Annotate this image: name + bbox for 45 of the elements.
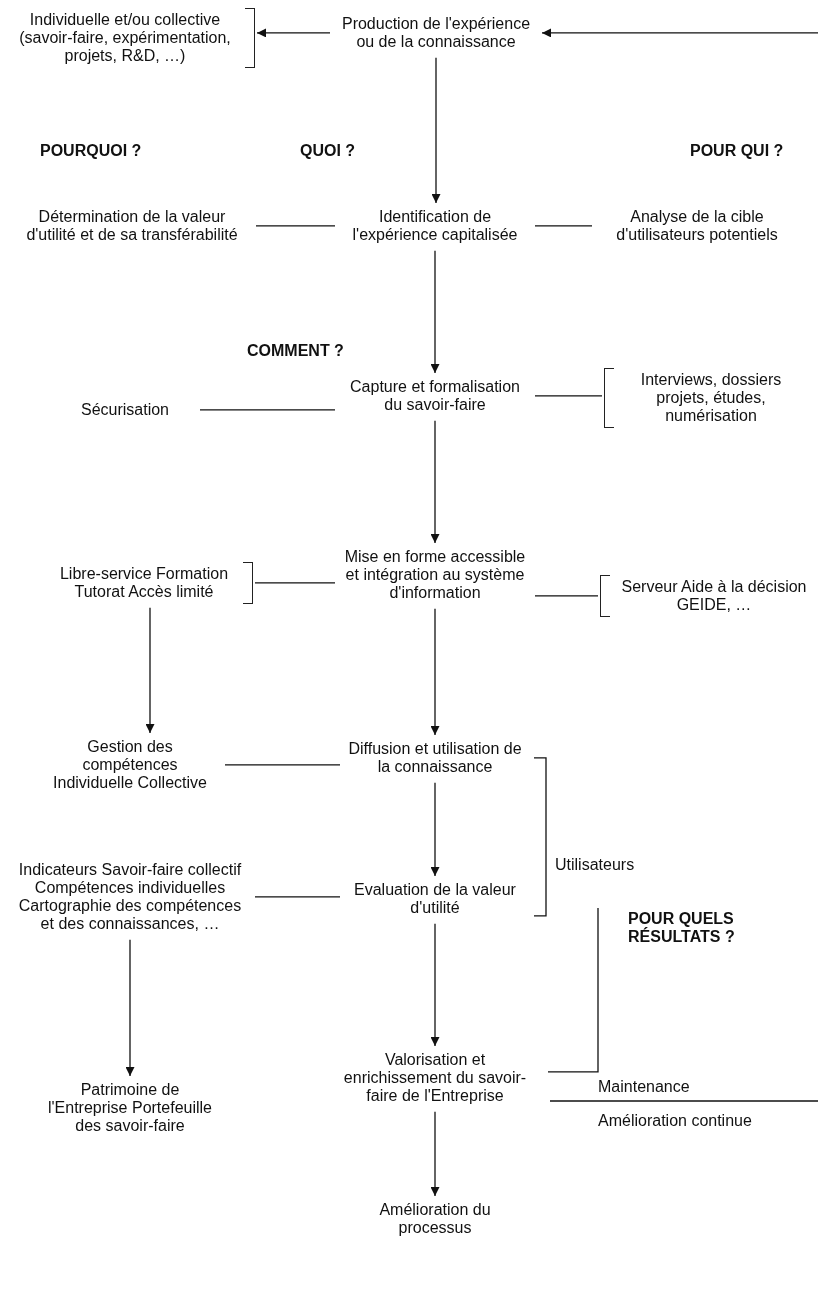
step-text: Amélioration du processus [345, 1198, 525, 1240]
arrow [430, 420, 440, 544]
bracketed-note: Individuelle et/ou collective (savoir-faire, expérimentation, projets, R&D, …) [5, 8, 257, 68]
step-text: Diffusion et utilisation de la connaissance [340, 737, 530, 779]
connector-line [199, 409, 336, 411]
section-heading: POURQUOI ? [40, 142, 142, 160]
section-heading: QUOI ? [300, 142, 356, 160]
arrow [430, 250, 440, 374]
connector-line [534, 225, 593, 227]
bracketed-note: Serveur Aide à la décision GEIDE, … [598, 575, 818, 617]
connector-line [255, 225, 336, 227]
connector-line [534, 395, 603, 397]
connector-line [224, 764, 341, 766]
note-label: Utilisateurs [555, 856, 635, 874]
step-text: Détermination de la valeur d'utilité et de sa transférabilité [8, 205, 256, 247]
section-heading: COMMENT ? [247, 342, 344, 360]
arrow [431, 57, 441, 204]
step-text: Indicateurs Savoir-faire collectif Compétences individuelles Cartographie des compétences et des connaissances, … [5, 858, 255, 936]
step-text: Patrimoine de l'Entreprise Portefeuille des savoir-faire [35, 1078, 225, 1138]
connector-line [534, 595, 599, 597]
note-label: Maintenance [598, 1078, 690, 1096]
step-text: Valorisation et enrichissement du savoir-faire de l'Entreprise [330, 1048, 540, 1108]
step-text: Sécurisation [50, 398, 200, 422]
step-text: Evaluation de la valeur d'utilité [340, 878, 530, 920]
arrow [430, 782, 440, 877]
step-text: Gestion des compétences Individuelle Collective [35, 735, 225, 795]
arrow [430, 1111, 440, 1197]
step-text: Production de l'expérience ou de la connaissance [330, 12, 542, 54]
arrow [145, 607, 155, 734]
bracketed-note: Interviews, dossiers projets, études, numérisation [602, 368, 808, 428]
note-label: Amélioration continue [598, 1112, 752, 1130]
step-text: Capture et formalisation du savoir-faire [335, 375, 535, 417]
section-heading: POUR QUELS RÉSULTATS ? [628, 910, 736, 946]
step-text: Mise en forme accessible et intégration au système d'information [335, 545, 535, 605]
connector-line [254, 896, 341, 898]
connector-line [254, 582, 336, 584]
arrow [430, 923, 440, 1047]
arrow [541, 28, 819, 38]
arrow [125, 939, 135, 1077]
bracketed-note: Libre-service Formation Tutorat Accès limité [45, 562, 255, 604]
arrow [256, 28, 331, 38]
arrow [430, 608, 440, 736]
section-heading: POUR QUI ? [690, 142, 784, 160]
step-text: Identification de l'expérience capitalisée [335, 205, 535, 247]
step-text: Analyse de la cible d'utilisateurs potentiels [592, 205, 802, 247]
